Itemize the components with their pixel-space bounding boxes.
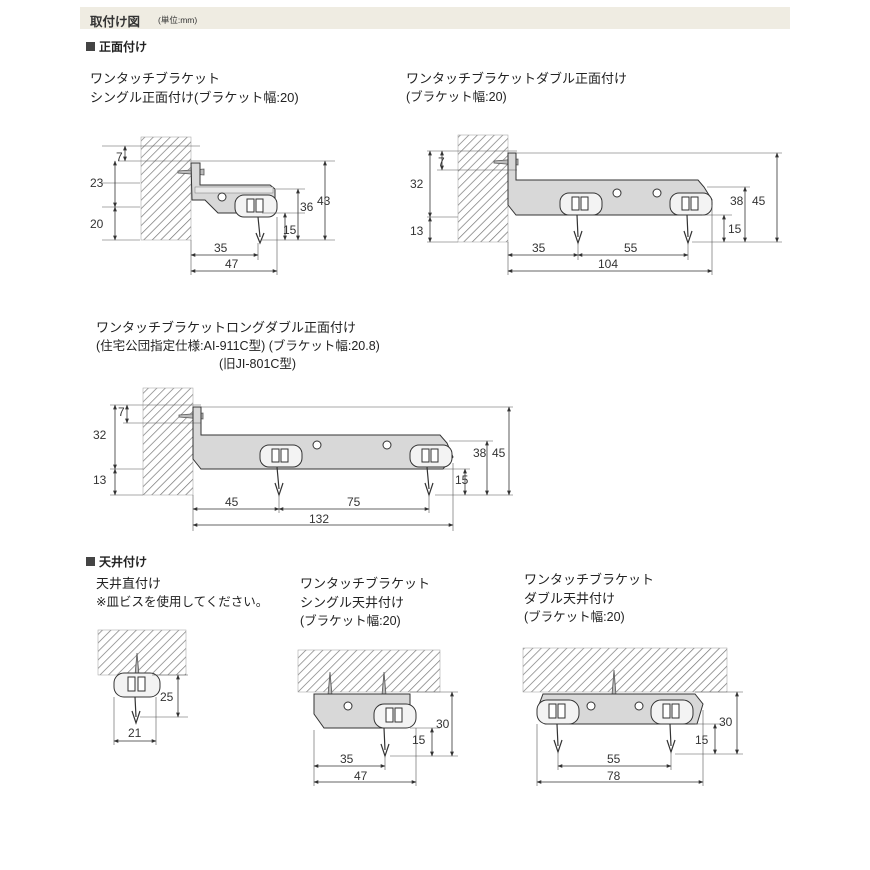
d5-title-line1: ワンタッチブラケット	[300, 576, 431, 591]
d5-dim-30: 30	[436, 717, 450, 731]
d2-dim-13: 13	[410, 224, 424, 238]
d2-title-line2: (ブラケット幅:20)	[406, 90, 507, 104]
d6-title-line1: ワンタッチブラケット	[524, 572, 655, 587]
d1-title: ワンタッチブラケット シングル正面付け(ブラケット幅:20)	[90, 69, 299, 107]
section-ceiling-label: 天井付け	[99, 555, 148, 569]
d4-title-line2: ※皿ビスを使用してください。	[96, 595, 269, 609]
d6-title-line3: (ブラケット幅:20)	[524, 610, 625, 624]
d2-wall	[457, 134, 509, 243]
d2-dim-104: 104	[598, 257, 618, 271]
d6-title-line2: ダブル天井付け	[524, 591, 616, 606]
section-front-mount: 正面付け	[86, 38, 147, 55]
d6-diagram: 30 15 55 78	[522, 647, 743, 786]
d2-dim-7: 7	[438, 155, 445, 169]
d6-dim-55: 55	[607, 752, 621, 766]
d1-dim-35: 35	[214, 241, 228, 255]
d1-dim-20: 20	[90, 217, 104, 231]
d1-bracket	[190, 162, 278, 245]
d2-title-line1: ワンタッチブラケットダブル正面付け	[406, 71, 628, 86]
d1-dim-23: 23	[90, 176, 104, 190]
square-bullet-icon	[86, 557, 95, 566]
d4-title: 天井直付け ※皿ビスを使用してください。	[96, 574, 268, 611]
d3-title-line2: (住宅公団指定仕様:AI-911C型) (ブラケット幅:20.8)	[96, 339, 380, 353]
d2-dim-32: 32	[410, 177, 424, 191]
d5-dim-47: 47	[354, 769, 368, 783]
d5-title-line2: シングル天井付け	[300, 595, 405, 610]
d3-title: ワンタッチブラケットロングダブル正面付け (住宅公団指定仕様:AI-911C型)…	[96, 318, 380, 373]
d6-dim-15: 15	[695, 733, 709, 747]
header-bar: 取付け図 (単位:mm)	[80, 7, 790, 29]
d6-dim-30: 30	[719, 715, 733, 729]
d6-ceiling	[522, 647, 728, 693]
d2-dim-45: 45	[752, 194, 766, 208]
header-unit: (単位:mm)	[158, 15, 198, 25]
d5-ceiling	[297, 649, 441, 693]
d3-diagram: 7 32 13 38 45 15 45 75 132	[93, 387, 513, 531]
d1-dim-36: 36	[300, 200, 314, 214]
d5-diagram: 30 15 35 47	[297, 649, 458, 786]
d4-title-line1: 天井直付け	[96, 576, 162, 591]
d4-ceiling	[97, 629, 187, 676]
d2-diagram: 7 32 13 38 45 15 35 55 104	[410, 134, 782, 275]
d2-dim-38: 38	[730, 194, 744, 208]
d4-dim-25: 25	[160, 690, 174, 704]
d4-diagram: 25 21	[97, 629, 188, 745]
d2-dim-55: 55	[624, 241, 638, 255]
d1-title-line2: シングル正面付け(ブラケット幅:20)	[90, 90, 299, 105]
square-bullet-icon	[86, 42, 95, 51]
d6-dim-78: 78	[607, 769, 621, 783]
d1-dim-47: 47	[225, 257, 239, 271]
d3-title-line1: ワンタッチブラケットロングダブル正面付け	[96, 320, 357, 335]
d3-dim-38: 38	[473, 446, 487, 460]
d3-dim-13: 13	[93, 473, 107, 487]
d1-diagram: 7 23 20 36 43 15 35 47	[90, 136, 335, 275]
d5-title-line3: (ブラケット幅:20)	[300, 614, 401, 628]
d5-dim-35: 35	[340, 752, 354, 766]
section-ceiling-mount: 天井付け	[86, 553, 147, 570]
d3-dim-75: 75	[347, 495, 361, 509]
d1-dim-7: 7	[116, 150, 123, 164]
d1-dim-15: 15	[283, 223, 297, 237]
d3-wall	[142, 387, 194, 496]
d6-bracket	[536, 693, 704, 754]
d2-dim-35: 35	[532, 241, 546, 255]
d5-title: ワンタッチブラケット シングル天井付け (ブラケット幅:20)	[300, 574, 430, 630]
d3-dim-45: 45	[492, 446, 506, 460]
d3-dim-45b: 45	[225, 495, 239, 509]
d4-bracket	[113, 672, 161, 725]
d5-dim-15: 15	[412, 733, 426, 747]
d3-dim-132: 132	[309, 512, 329, 526]
section-front-label: 正面付け	[99, 40, 148, 54]
d3-dim-15: 15	[455, 473, 469, 487]
header-title: 取付け図	[90, 15, 141, 29]
d2-dim-15: 15	[728, 222, 742, 236]
d4-dim-21: 21	[128, 726, 142, 740]
d3-bracket	[192, 406, 454, 497]
d1-dim-43: 43	[317, 194, 331, 208]
d6-title: ワンタッチブラケット ダブル天井付け (ブラケット幅:20)	[524, 570, 654, 626]
d1-title-line1: ワンタッチブラケット	[90, 71, 221, 86]
d3-title-line3: (旧JI-801C型)	[219, 357, 297, 371]
d2-title: ワンタッチブラケットダブル正面付け (ブラケット幅:20)	[406, 69, 627, 106]
d5-bracket	[313, 693, 417, 758]
d3-dim-32: 32	[93, 428, 107, 442]
d3-dim-7: 7	[118, 405, 125, 419]
d2-bracket	[507, 152, 713, 245]
d1-wall	[140, 136, 192, 241]
